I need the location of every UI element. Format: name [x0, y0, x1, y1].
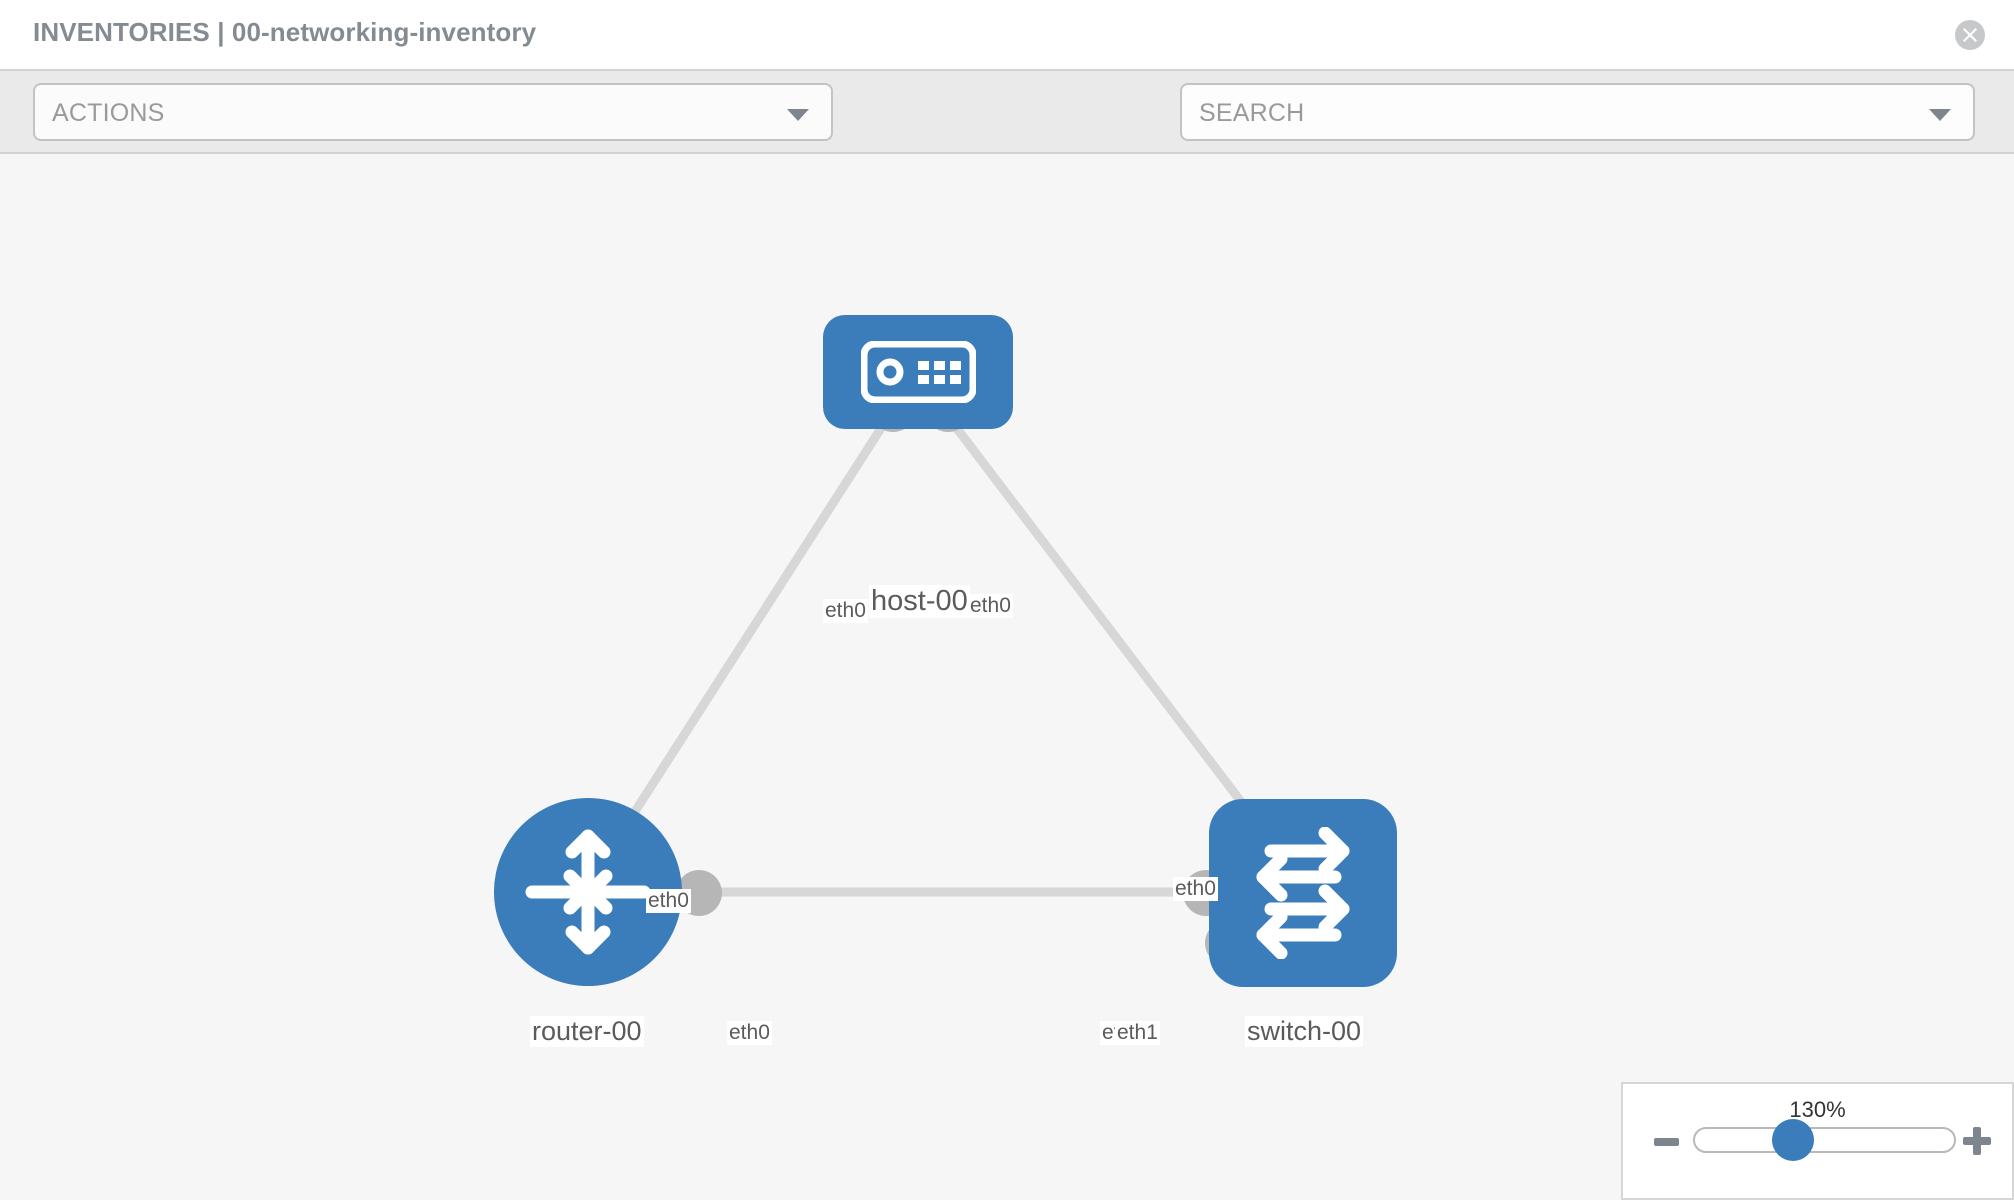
iface-label-router-upper: eth0 — [646, 889, 691, 913]
iface-label-host-left: eth0 — [823, 599, 868, 623]
zoom-control-panel: 130% — [1621, 1082, 2014, 1200]
zoom-level-value: 130% — [1789, 1097, 1846, 1122]
actions-dropdown[interactable]: ACTIONS — [33, 83, 833, 141]
iface-label-router-right: eth0 — [727, 1021, 772, 1045]
page-title: INVENTORIES | 00-networking-inventory — [33, 17, 537, 47]
topology-canvas[interactable]: host-00 r — [0, 154, 2014, 1200]
iface-label-switch-left-eth1: eth1 — [1115, 1021, 1160, 1045]
node-switch-00-label: switch-00 — [1245, 1016, 1364, 1047]
plus-icon[interactable] — [1963, 1127, 1991, 1155]
iface-label-host-right: eth0 — [968, 594, 1013, 618]
node-host-00-label: host-00 — [869, 585, 970, 618]
close-icon[interactable] — [1955, 20, 1985, 50]
search-input[interactable]: SEARCH — [1180, 83, 1975, 141]
toolbar: ACTIONS SEARCH — [0, 69, 2014, 197]
zoom-slider-thumb[interactable] — [1772, 1119, 1814, 1161]
page-header: INVENTORIES | 00-networking-inventory — [0, 0, 2014, 69]
link-host-router — [596, 419, 889, 869]
server-icon — [861, 341, 976, 403]
node-host-00-body — [823, 315, 1013, 429]
actions-dropdown-label: ACTIONS — [52, 99, 165, 127]
zoom-slider-track[interactable] — [1693, 1127, 1956, 1153]
switch-arrows-icon — [1256, 827, 1350, 959]
node-switch-00[interactable] — [1209, 799, 1397, 987]
chevron-down-icon — [1929, 109, 1951, 121]
minus-icon[interactable] — [1654, 1138, 1679, 1146]
node-switch-00-body — [1209, 799, 1397, 987]
topology-links — [596, 419, 1294, 897]
node-router-00-label: router-00 — [530, 1016, 644, 1047]
iface-label-switch-upper: eth0 — [1173, 877, 1218, 901]
search-input-value: SEARCH — [1199, 99, 1305, 127]
link-host-switch — [948, 419, 1294, 869]
chevron-down-icon — [787, 109, 809, 121]
node-host-00[interactable] — [823, 315, 1013, 429]
router-arrows-icon — [525, 829, 651, 955]
